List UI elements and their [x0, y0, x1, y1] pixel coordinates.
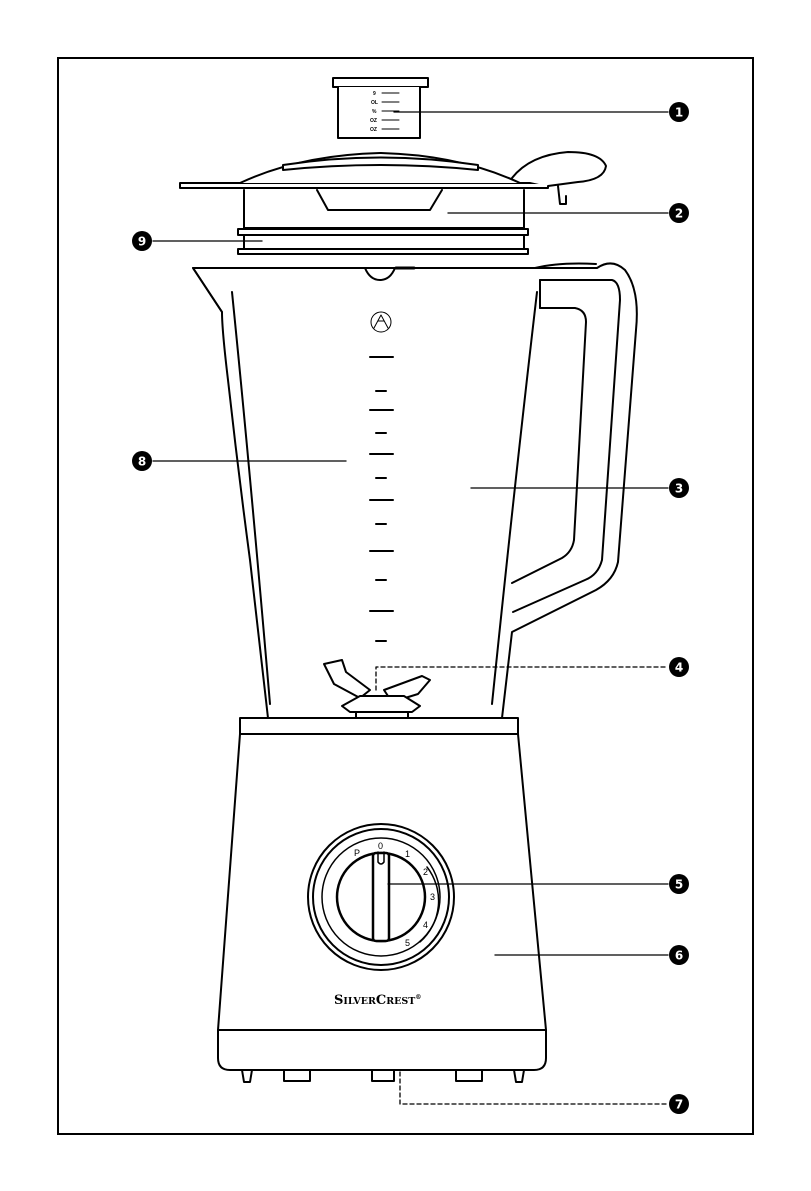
callout-8: 8: [132, 451, 152, 471]
svg-text:9: 9: [138, 235, 146, 249]
dial-label-p: P: [354, 848, 360, 858]
callout-9: 9: [132, 231, 152, 251]
cup-mark: OL: [371, 100, 378, 106]
callout-1: 1: [669, 102, 689, 122]
callout-6: 6: [669, 945, 689, 965]
svg-text:8: 8: [138, 455, 146, 469]
svg-text:7: 7: [675, 1098, 683, 1112]
cup-mark: OZ: [370, 118, 377, 124]
cup-mark: OZ: [370, 127, 377, 133]
svg-text:5: 5: [675, 878, 683, 892]
dial-label-4: 4: [423, 920, 428, 930]
callout-2: 2: [669, 203, 689, 223]
brand-logo: SILVERCREST®: [334, 993, 421, 1008]
cup-mark: 9: [373, 91, 376, 97]
callout-4: 4: [669, 657, 689, 677]
measuring-cup: 9 OL % OZ OZ: [333, 78, 428, 138]
svg-text:2: 2: [675, 207, 683, 221]
callout-7: 7: [669, 1094, 689, 1114]
svg-text:1: 1: [675, 106, 683, 120]
jug: [193, 263, 637, 718]
svg-text:4: 4: [675, 661, 683, 675]
dial-label-3: 3: [430, 892, 435, 902]
cup-mark: %: [372, 109, 377, 115]
callout-5: 5: [669, 874, 689, 894]
dial-label-2: 2: [423, 867, 428, 877]
dial-label-0: 0: [378, 841, 383, 851]
dial-label-1: 1: [405, 849, 410, 859]
callout-3: 3: [669, 478, 689, 498]
svg-text:3: 3: [675, 482, 683, 496]
dial-label-5: 5: [405, 938, 410, 948]
lid: [180, 152, 606, 228]
seal-ring: [238, 229, 528, 254]
speed-dial: P 0 1 2 3 4 5: [308, 824, 454, 970]
svg-text:6: 6: [675, 949, 683, 963]
